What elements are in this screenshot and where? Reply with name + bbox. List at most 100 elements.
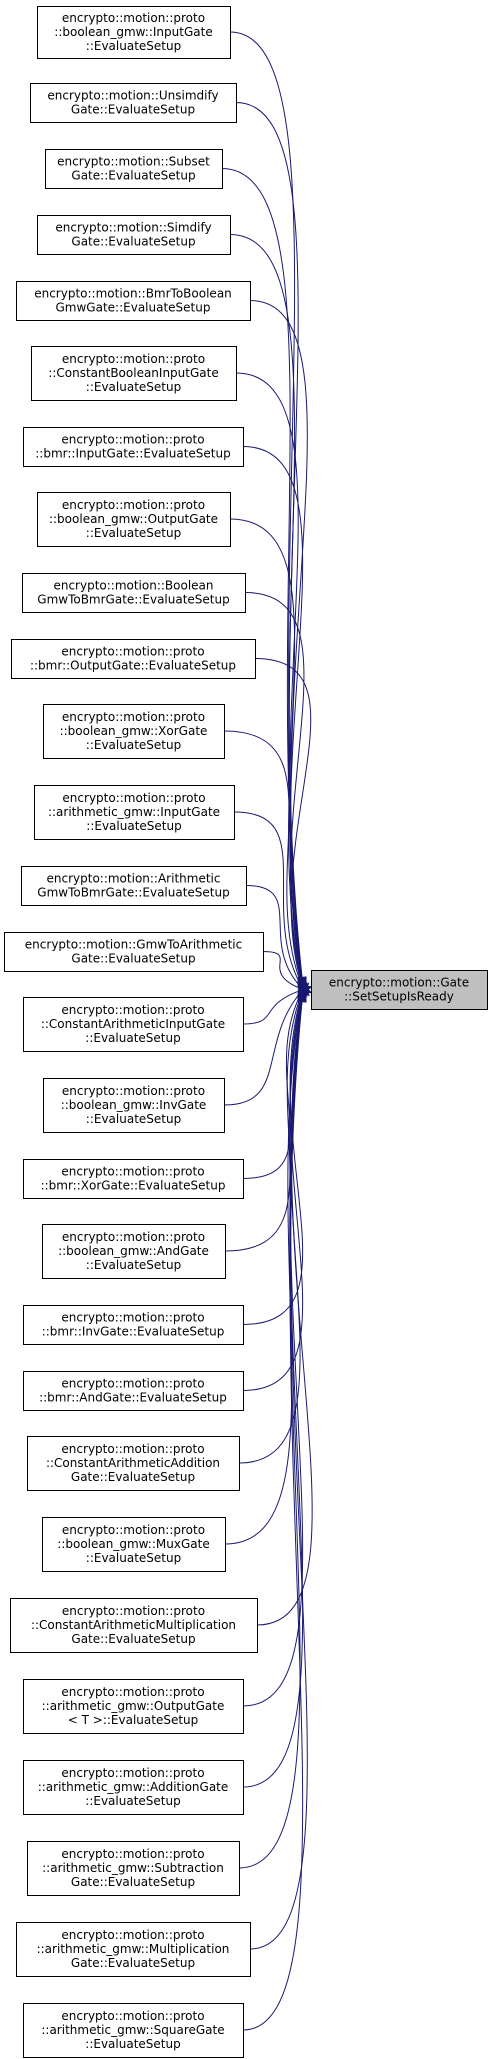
caller-node-encrypto-motion-unsimdifygate-evaluatesetup[interactable]: encrypto::motion::UnsimdifyGate::Evaluat…: [30, 83, 237, 123]
edge-line: [242, 446, 304, 983]
node-label-line: Gate::EvaluateSetup: [71, 952, 195, 966]
caller-node-encrypto-motion-proto-boolean-gmw-muxgate-evaluatesetup[interactable]: encrypto::motion::proto::boolean_gmw::Mu…: [42, 1517, 226, 1572]
node-label-line: Gate::EvaluateSetup: [71, 235, 195, 249]
node-label-line: encrypto::motion::proto: [62, 352, 205, 366]
node-label-line: GmwToBmrGate::EvaluateSetup: [37, 593, 229, 607]
node-label-line: ::boolean_gmw::InvGate: [61, 1098, 207, 1112]
node-label-line: ::boolean_gmw::MuxGate: [57, 1537, 209, 1551]
caller-node-encrypto-motion-arithmeticgmwtobmrgate-evaluatesetup[interactable]: encrypto::motion::ArithmeticGmwToBmrGate…: [21, 866, 247, 906]
node-label-line: encrypto::motion::proto: [61, 1847, 204, 1861]
node-label-line: ::SetSetupIsReady: [344, 990, 454, 1004]
caller-node-box: [42, 1224, 226, 1279]
node-label-line: ::EvaluateSetup: [86, 39, 181, 53]
node-label-line: ::arithmetic_gmw::SquareGate: [41, 2023, 224, 2037]
node-label-line: ::ConstantArithmeticMultiplication: [31, 1618, 236, 1632]
caller-node-encrypto-motion-proto-boolean-gmw-xorgate-evaluatesetup[interactable]: encrypto::motion::proto::boolean_gmw::Xo…: [43, 704, 225, 759]
node-label-line: ::arithmetic_gmw::Multiplication: [37, 1942, 230, 1956]
arrowhead: [297, 990, 307, 1003]
caller-node-encrypto-motion-proto-bmr-inputgate-evaluatesetup[interactable]: encrypto::motion::proto::bmr::InputGate:…: [23, 427, 244, 467]
node-label-line: encrypto::motion::proto: [62, 1523, 205, 1537]
node-label-line: encrypto::motion::proto: [62, 710, 205, 724]
caller-node-encrypto-motion-proto-arithmetic-gmw-subtractiongate-evaluatesetup[interactable]: encrypto::motion::proto::arithmetic_gmw:…: [27, 1841, 240, 1896]
node-label-line: encrypto::motion::proto: [61, 1165, 204, 1179]
edge-line: [262, 951, 303, 990]
caller-node-encrypto-motion-proto-constantarithmeticinputgate-evaluatesetup[interactable]: encrypto::motion::proto::ConstantArithme…: [23, 997, 244, 1052]
caller-node-encrypto-motion-proto-bmr-invgate-evaluatesetup[interactable]: encrypto::motion::proto::bmr::InvGate::E…: [23, 1305, 244, 1345]
caller-node-box: [23, 427, 244, 467]
node-label-line: encrypto::motion::proto: [61, 1685, 204, 1699]
node-label-line: encrypto::motion::proto: [62, 791, 205, 805]
edge-line: [233, 811, 303, 988]
node-label-line: Gate::EvaluateSetup: [71, 1875, 195, 1889]
caller-node-encrypto-motion-proto-arithmetic-gmw-additiongate-evaluatesetup[interactable]: encrypto::motion::proto::arithmetic_gmw:…: [23, 1760, 244, 1815]
node-label-line: encrypto::motion::proto: [61, 1377, 204, 1391]
call-edge: [229, 31, 307, 989]
edge-line: [245, 885, 303, 989]
edge-line: [254, 658, 312, 986]
node-label-line: encrypto::motion::Boolean: [53, 579, 213, 593]
node-label-line: encrypto::motion::proto: [61, 1442, 204, 1456]
caller-node-box: [37, 6, 231, 59]
caller-node-encrypto-motion-simdifygate-evaluatesetup[interactable]: encrypto::motion::SimdifyGate::EvaluateS…: [37, 215, 231, 255]
node-label-line: ::bmr::OutputGate::EvaluateSetup: [30, 659, 236, 673]
caller-node-encrypto-motion-booleangmwtobmrgate-evaluatesetup[interactable]: encrypto::motion::BooleanGmwToBmrGate::E…: [22, 573, 246, 613]
node-label-line: ::ConstantArithmeticAddition: [46, 1456, 220, 1470]
caller-node-box: [34, 785, 235, 840]
node-label-line: ::ConstantArithmeticInputGate: [41, 1017, 225, 1031]
target-node-set-setup-is-ready[interactable]: encrypto::motion::Gate::SetSetupIsReady: [311, 970, 488, 1010]
node-label-line: ::bmr::AndGate::EvaluateSetup: [39, 1391, 227, 1405]
caller-node-box: [11, 639, 256, 679]
caller-node-encrypto-motion-proto-bmr-xorgate-evaluatesetup[interactable]: encrypto::motion::proto::bmr::XorGate::E…: [23, 1159, 244, 1199]
caller-node-encrypto-motion-proto-boolean-gmw-outputgate-evaluatesetup[interactable]: encrypto::motion::proto::boolean_gmw::Ou…: [37, 492, 231, 547]
caller-node-box: [23, 997, 244, 1052]
caller-node-encrypto-motion-proto-constantarithmeticadditiongate-evaluatesetup[interactable]: encrypto::motion::proto::ConstantArithme…: [27, 1436, 240, 1491]
call-edge: [249, 300, 308, 993]
edge-line: [249, 300, 308, 982]
caller-node-encrypto-motion-proto-boolean-gmw-inputgate-evaluatesetup[interactable]: encrypto::motion::proto::boolean_gmw::In…: [37, 6, 231, 59]
node-label-line: encrypto::motion::proto: [61, 645, 204, 659]
call-edge: [249, 989, 308, 1950]
node-label-line: Gate::EvaluateSetup: [71, 103, 195, 117]
caller-node-encrypto-motion-proto-constantbooleaninputgate-evaluatesetup[interactable]: encrypto::motion::proto::ConstantBoolean…: [31, 346, 237, 401]
node-label-line: ::EvaluateSetup: [86, 1112, 181, 1126]
caller-node-encrypto-motion-proto-bmr-andgate-evaluatesetup[interactable]: encrypto::motion::proto::bmr::AndGate::E…: [23, 1371, 244, 1411]
caller-node-box: [43, 704, 225, 759]
node-label-line: encrypto::motion::proto: [62, 1084, 205, 1098]
caller-node-encrypto-motion-proto-arithmetic-gmw-squaregate-evaluatesetup[interactable]: encrypto::motion::proto::arithmetic_gmw:…: [23, 2003, 244, 2058]
edge-line: [242, 1001, 304, 2031]
node-label-line: encrypto::motion::BmrToBoolean: [34, 287, 232, 301]
caller-node-encrypto-motion-bmrtobooleangmwgate-evaluatesetup[interactable]: encrypto::motion::BmrToBooleanGmwGate::E…: [16, 281, 251, 321]
node-label-line: encrypto::motion::proto: [61, 433, 204, 447]
caller-node-box: [43, 1078, 225, 1133]
node-label-line: Gate::EvaluateSetup: [71, 1632, 195, 1646]
caller-node-encrypto-motion-subsetgate-evaluatesetup[interactable]: encrypto::motion::SubsetGate::EvaluateSe…: [45, 149, 223, 189]
caller-node-encrypto-motion-proto-boolean-gmw-invgate-evaluatesetup[interactable]: encrypto::motion::proto::boolean_gmw::In…: [43, 1078, 225, 1133]
caller-node-encrypto-motion-gmwtoarithmeticgate-evaluatesetup[interactable]: encrypto::motion::GmwToArithmeticGate::E…: [4, 932, 264, 972]
caller-node-encrypto-motion-proto-arithmetic-gmw-multiplicationgate-evaluatesetup[interactable]: encrypto::motion::proto::arithmetic_gmw:…: [16, 1922, 251, 1977]
node-label-line: encrypto::motion::proto: [61, 2009, 204, 2023]
node-label-line: encrypto::motion::Gate: [329, 976, 469, 990]
caller-node-encrypto-motion-proto-bmr-outputgate-evaluatesetup[interactable]: encrypto::motion::proto::bmr::OutputGate…: [11, 639, 256, 679]
caller-node-encrypto-motion-proto-boolean-gmw-andgate-evaluatesetup[interactable]: encrypto::motion::proto::boolean_gmw::An…: [42, 1224, 226, 1279]
caller-node-encrypto-motion-proto-arithmetic-gmw-inputgate-evaluatesetup[interactable]: encrypto::motion::proto::arithmetic_gmw:…: [34, 785, 235, 840]
node-label-line: ::boolean_gmw::XorGate: [60, 724, 208, 738]
node-label-line: encrypto::motion::proto: [61, 1311, 204, 1325]
node-label-line: ::arithmetic_gmw::OutputGate: [42, 1699, 225, 1713]
caller-node-box: [37, 215, 231, 255]
caller-node-encrypto-motion-proto-arithmetic-gmw-outputgate-t-evaluatesetup[interactable]: encrypto::motion::proto::arithmetic_gmw:…: [23, 1679, 244, 1734]
caller-node-encrypto-motion-proto-constantarithmeticmultiplicationgate-evaluatesetup[interactable]: encrypto::motion::proto::ConstantArithme…: [10, 1598, 258, 1653]
node-label-line: ::arithmetic_gmw::Subtraction: [42, 1861, 224, 1875]
node-label-line: ::bmr::XorGate::EvaluateSetup: [41, 1179, 226, 1193]
caller-node-box: [23, 1760, 244, 1815]
node-label-line: ::arithmetic_gmw::InputGate: [48, 805, 220, 819]
node-label-line: GmwGate::EvaluateSetup: [56, 301, 211, 315]
node-label-line: GmwToBmrGate::EvaluateSetup: [37, 886, 229, 900]
edge-line: [238, 999, 303, 1869]
node-label-line: encrypto::motion::proto: [61, 1003, 204, 1017]
edge-line: [242, 989, 303, 1025]
node-label-line: ::boolean_gmw::InputGate: [54, 25, 212, 39]
edge-line: [242, 994, 304, 1391]
caller-node-box: [27, 1436, 240, 1491]
caller-node-box: [10, 1598, 258, 1653]
